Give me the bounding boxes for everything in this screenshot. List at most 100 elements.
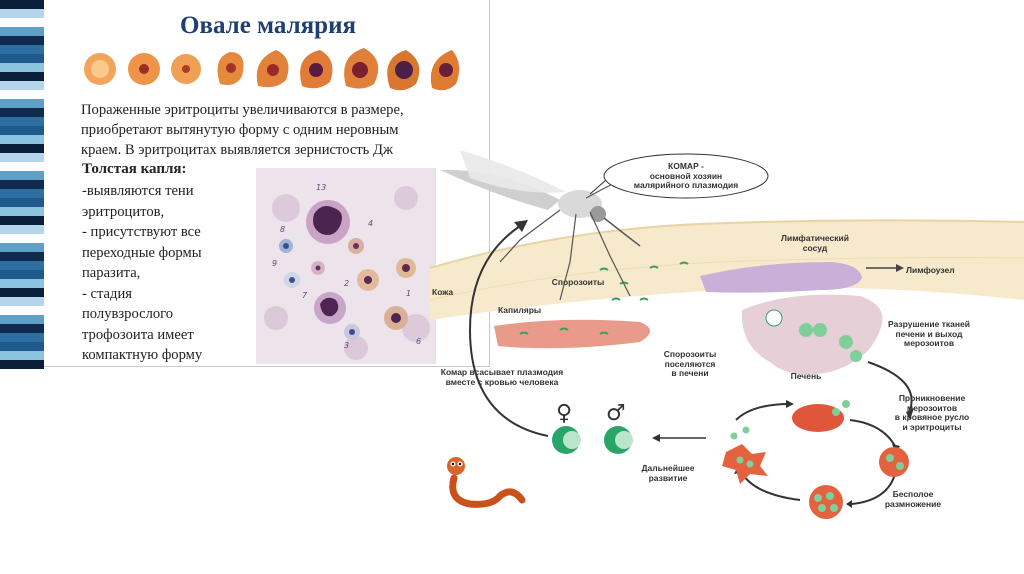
stripe-square [0, 261, 44, 270]
micro-label: 3 [344, 341, 349, 350]
thick-drop-line: -выявляются тени [82, 183, 194, 199]
stripe-square [0, 270, 44, 279]
thick-drop-micrograph: 13 8 9 4 2 7 6 3 1 [256, 168, 436, 364]
female-gametocyte [552, 426, 581, 454]
label-line: Дальнейшее [641, 463, 695, 473]
capillary [494, 319, 650, 349]
label-line: Спорозоиты [551, 277, 605, 287]
stripe-square [0, 135, 44, 144]
stripe-square [0, 18, 44, 27]
description: Пораженные эритроциты увеличиваются в ра… [81, 100, 441, 160]
label-line: в кровяное русло [894, 412, 970, 422]
label-line: Проникновение [898, 393, 966, 403]
liver [741, 294, 883, 375]
label-capillaries: Капиляры [498, 305, 542, 316]
parasite [396, 258, 416, 278]
stripe-square [0, 126, 44, 135]
stripe-square [0, 63, 44, 72]
label-skin: Кожа [432, 287, 454, 298]
erythrocyte-ruptured [722, 426, 768, 484]
parasite [344, 324, 360, 340]
label-line: Лимфоузел [906, 265, 955, 275]
label-lymph-node: Лимфоузел [906, 265, 955, 276]
stripe-square [0, 333, 44, 342]
label-line: сосуд [802, 242, 828, 253]
label-line: Кожа [432, 287, 454, 297]
stripe-square [0, 90, 44, 99]
stripe-square [0, 225, 44, 234]
thick-drop-line: компактную форму [82, 347, 203, 363]
stripe-square [0, 207, 44, 216]
micro-label: 13 [316, 183, 326, 192]
leukocyte [314, 292, 346, 324]
stripe-square [0, 306, 44, 315]
thick-drop-line: - стадия [82, 285, 132, 302]
stripe-square [0, 216, 44, 225]
stripe-square [0, 36, 44, 45]
label-sporozoites-liver: Спорозоиты поселяются в печени [650, 349, 730, 379]
stripe-square [0, 324, 44, 333]
worm-mascot [447, 457, 526, 508]
micro-label: 2 [344, 279, 349, 288]
label-liver-destruction: Разрушение тканей печени и выход мерозои… [874, 319, 984, 349]
label-mosquito-sucks: Комар всасывает плазмодия вместе с кровь… [432, 367, 572, 387]
stripe-square [0, 45, 44, 54]
thick-drop-line: переходные формы [82, 244, 202, 261]
thick-drop-line: - присутствуют все [82, 224, 201, 240]
decorative-stripe [0, 0, 44, 369]
stripe-square [0, 153, 44, 162]
micro-label: 6 [416, 337, 421, 346]
stripe-square [0, 189, 44, 198]
erythrocyte-infected [171, 54, 201, 84]
stripe-square [0, 198, 44, 207]
thick-drop-line: трофозоита имеет [82, 326, 194, 343]
label-further-development: Дальнейшее развитие [628, 463, 708, 483]
erythrocyte-oval [217, 52, 244, 85]
thick-drop-line: паразита, [82, 265, 141, 281]
description-line: краем. В эритроцитах выявляется зернисто… [81, 142, 394, 158]
stripe-square [0, 234, 44, 243]
label-line: в печени [671, 368, 709, 378]
stripe-square [0, 9, 44, 18]
lymph-vessel [700, 262, 862, 293]
erythrocyte-oval [430, 50, 460, 91]
erythrocyte-invaded [792, 400, 850, 432]
parasite [357, 269, 379, 291]
label-liver: Печень [776, 371, 836, 382]
label-line: Лимфатический [781, 233, 849, 243]
stripe-square [0, 108, 44, 117]
liver-cells [765, 309, 862, 362]
stripe-square [0, 180, 44, 189]
stripe-square [0, 117, 44, 126]
label-mosquito: КОМАР - основной хозяин малярийного плаз… [624, 161, 748, 191]
label-asexual: Бесполое размножение [868, 489, 958, 509]
erythrocytes-illustration [84, 48, 460, 91]
label-line: поселяются [664, 358, 716, 369]
parasite [348, 238, 364, 254]
mosquito [440, 150, 651, 301]
stripe-square [0, 297, 44, 306]
label-line: мерозоитов [906, 402, 958, 413]
skin-layer [430, 220, 1024, 320]
stripe-square [0, 351, 44, 360]
thick-drop-line: полувзрослого [82, 306, 174, 322]
stripe-square [0, 252, 44, 261]
stripe-square [0, 144, 44, 153]
stripe-square [0, 54, 44, 63]
thick-drop-list: -выявляются тени эритроцитов, - присутст… [82, 181, 252, 366]
mosquito-callout [603, 153, 769, 199]
male-symbol: ♂ [606, 401, 626, 426]
label-line: и эритроциты [902, 421, 962, 432]
stripe-square [0, 81, 44, 90]
erythrocyte-oval [300, 50, 333, 89]
micro-label: 9 [272, 259, 277, 268]
stripe-square [0, 0, 44, 9]
erythrocyte-cycle [722, 400, 909, 519]
erythrocyte-schizont [809, 485, 843, 519]
label-line: вместе с кровью человека [445, 376, 559, 387]
description-line: приобретают вытянутую форму с одним неро… [81, 122, 399, 138]
label-line: Капиляры [498, 305, 542, 315]
stripe-square [0, 171, 44, 180]
label-line: Печень [790, 371, 822, 381]
